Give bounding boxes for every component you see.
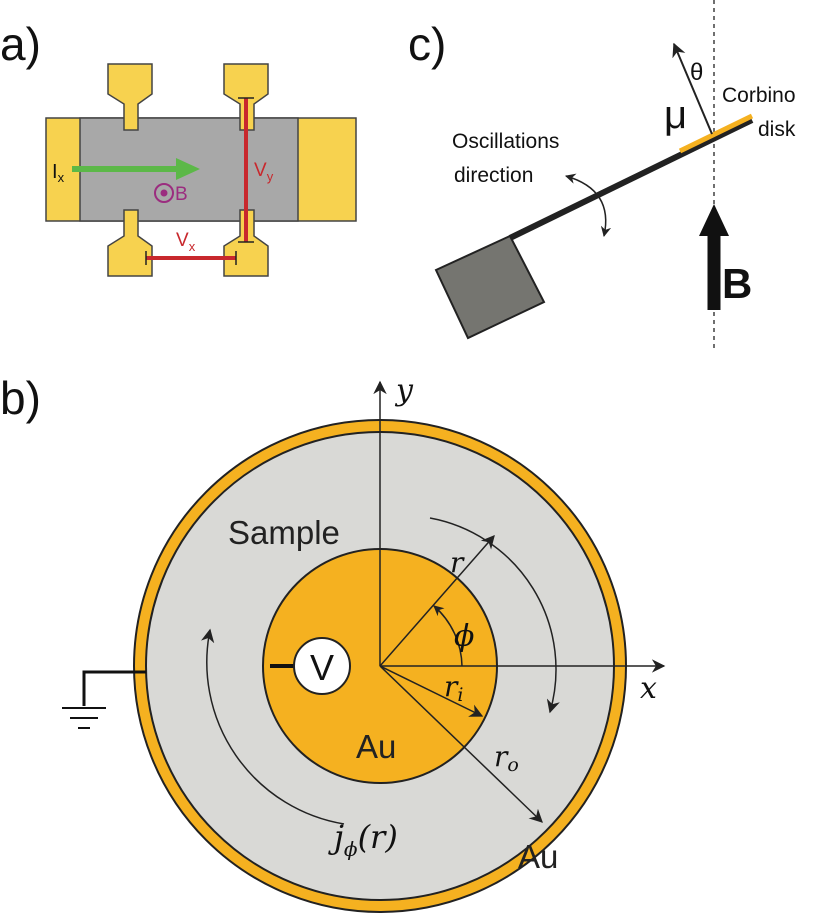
field-dot-icon	[160, 189, 168, 197]
moment-vector-arrow	[672, 42, 713, 135]
panel-a: a) Ix B Vy Vx	[0, 18, 357, 277]
phi-label: ϕ	[454, 619, 474, 654]
voltmeter-icon	[293, 637, 351, 695]
sample-label: Sample	[228, 514, 340, 551]
r-label: r	[450, 546, 465, 579]
field-out-of-page-icon	[154, 183, 174, 203]
oscillations-label-line1: Oscillations	[452, 130, 559, 153]
inner-au-label: Au	[356, 728, 396, 765]
current-arrow-head	[176, 158, 200, 180]
ri-label: ri	[444, 670, 463, 706]
x-axis-label: x	[640, 671, 657, 706]
ri-vector	[379, 665, 484, 717]
contact-top-left	[107, 63, 153, 131]
outer-au-label: Au	[518, 838, 558, 875]
contact-bottom-left	[107, 209, 153, 277]
current-flow-arrow-left	[201, 628, 345, 825]
vx-label: Vx	[176, 230, 196, 254]
panel-c: c) θ μ Corbino disk Oscillations directi…	[408, 0, 796, 352]
b-field-arrow-head	[699, 204, 729, 236]
y-axis-label: y	[394, 373, 414, 408]
contact-top-right	[223, 63, 269, 131]
panel-a-label: a)	[0, 18, 41, 70]
corbino-label-line1: Corbino	[722, 84, 796, 107]
cantilever-base-block	[434, 234, 546, 340]
r-vector	[379, 534, 495, 667]
b-field-label: B	[722, 260, 752, 307]
corbino-label-line2: disk	[758, 118, 796, 141]
hall-contacts	[107, 63, 269, 277]
ro-vector	[379, 665, 543, 823]
panel-b: b) y x r ri ro ϕ V Sample Au	[0, 372, 666, 913]
vy-label: Vy	[254, 160, 274, 184]
oscillation-arrow	[564, 173, 612, 238]
cantilever-beam	[508, 117, 754, 241]
field-label-a: B	[175, 184, 188, 205]
mu-label: μ	[664, 93, 687, 137]
current-label: Ix	[52, 161, 65, 185]
voltmeter-label: V	[310, 647, 334, 688]
oscillations-label-line2: direction	[454, 164, 533, 187]
panel-c-label: c)	[408, 18, 446, 70]
ro-label: ro	[494, 740, 519, 776]
panel-b-label: b)	[0, 372, 41, 424]
corbino-disk-on-beam	[678, 113, 754, 154]
theta-label: θ	[690, 59, 703, 86]
ground-lead	[82, 670, 146, 706]
current-density-label: jϕ(r)	[328, 818, 398, 861]
current-flow-arrow-right	[429, 517, 560, 714]
phi-angle-arc	[433, 605, 463, 667]
